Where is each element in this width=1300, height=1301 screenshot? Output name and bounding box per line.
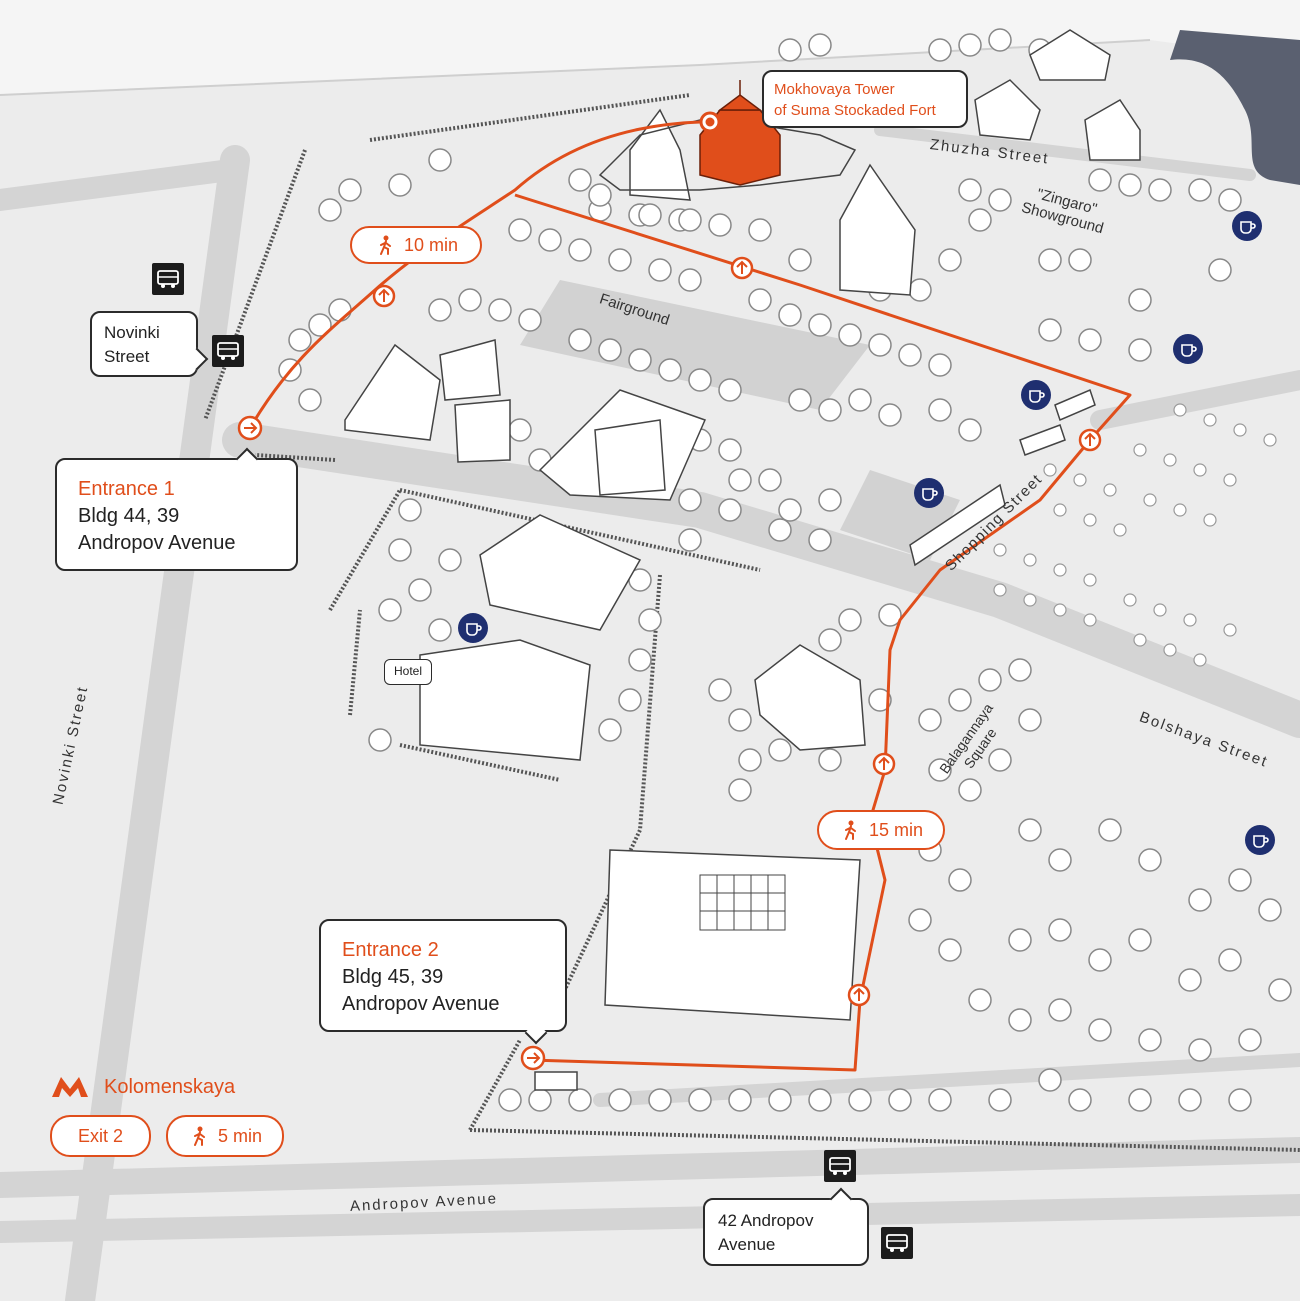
bus-stop-novinki[interactable]: Novinki Street: [90, 311, 209, 377]
metro-station-name: Kolomenskaya: [104, 1075, 236, 1098]
farmstead-house: [454, 399, 511, 463]
hotel-label: Hotel: [384, 659, 432, 685]
landmark-name-line2: of Suma Stockaded Fort: [774, 102, 936, 119]
farmstead-1: [344, 343, 441, 441]
buildings: [344, 29, 1141, 1021]
hall-building: [754, 644, 866, 751]
bus-stop-line2: Street: [104, 347, 150, 366]
metro-walk-pill: 5 min: [166, 1115, 284, 1157]
stall: [1054, 388, 1096, 422]
bus-stop-andropov[interactable]: 42 Andropov Avenue: [703, 1187, 869, 1266]
trees: [278, 28, 1292, 1112]
walking-person-icon: [379, 235, 391, 255]
entrance-1-callout[interactable]: Entrance 1 Bldg 44, 39 Andropov Avenue: [55, 447, 298, 571]
wooden-house: [1029, 29, 1111, 81]
exhibition-hall: [604, 849, 861, 1021]
farmstead-house: [439, 339, 501, 401]
hotel-building: [419, 639, 591, 761]
tower-marker: [699, 111, 721, 133]
walk-time-route1: 10 min: [350, 226, 482, 264]
stall: [1019, 424, 1066, 456]
bus-icon[interactable]: [152, 263, 184, 295]
fences: [203, 93, 1300, 1152]
walk-time-label: 15 min: [868, 819, 924, 840]
skylight: [699, 874, 786, 931]
metro-icon: [52, 1077, 88, 1097]
stockade: [598, 119, 857, 191]
entrance-address-line2: Andropov Avenue: [78, 532, 236, 554]
entrance-address-line1: Bldg 45, 39: [342, 966, 444, 988]
landmark-label: Mokhovaya Tower of Suma Stockaded Fort: [762, 70, 968, 128]
coffee-cup-icon[interactable]: [1173, 334, 1203, 364]
landmark-name-line1: Mokhovaya Tower: [774, 81, 895, 98]
entrance-address-line1: Bldg 44, 39: [78, 505, 180, 527]
entrance-title: Entrance 1: [78, 478, 175, 500]
coffee-cup-icon[interactable]: [1021, 380, 1051, 410]
mokhovaya-tower: [699, 80, 781, 186]
palace-complex: [479, 514, 642, 631]
walk-time-route2: 15 min: [817, 810, 945, 850]
wooden-house: [974, 79, 1041, 141]
metro-exit-pill[interactable]: Exit 2: [50, 1115, 151, 1157]
roads: [0, 124, 1300, 1301]
metro-exit-label: Exit 2: [77, 1125, 124, 1146]
bus-icon[interactable]: [824, 1150, 856, 1182]
church: [839, 163, 916, 296]
metro-walk-label: 5 min: [217, 1125, 262, 1146]
walking-person-icon: [844, 820, 856, 840]
pond: [1170, 30, 1300, 185]
bus-icon[interactable]: [881, 1227, 913, 1259]
fairground-area: [520, 280, 870, 410]
farmstead-house: [594, 419, 666, 496]
bus-stop-line1: Novinki: [104, 323, 160, 342]
metro-station[interactable]: Kolomenskaya: [50, 1072, 235, 1102]
orchard: [993, 403, 1277, 667]
coffee-cup-icon[interactable]: [1245, 825, 1275, 855]
walking-person-icon: [193, 1126, 205, 1146]
ticket-kiosk: [534, 1071, 578, 1091]
bus-stop-line1: 42 Andropov: [718, 1211, 814, 1230]
hotel-label-text: Hotel: [393, 664, 422, 678]
entrance-address-line2: Andropov Avenue: [342, 993, 500, 1015]
coffee-cup-icon[interactable]: [914, 478, 944, 508]
entrance-2-callout[interactable]: Entrance 2 Bldg 45, 39 Andropov Avenue: [319, 919, 567, 1045]
route-arrow-glyphs: [244, 260, 1096, 1064]
walk-time-label: 10 min: [403, 234, 459, 255]
coffee-cup-icon[interactable]: [1232, 211, 1262, 241]
bus-stop-line2: Avenue: [718, 1235, 776, 1254]
bus-icon[interactable]: [212, 335, 244, 367]
stall: [909, 483, 1006, 567]
church: [629, 108, 691, 201]
wooden-house: [1084, 99, 1141, 161]
entrance-title: Entrance 2: [342, 939, 439, 961]
coffee-cup-icon[interactable]: [458, 613, 488, 643]
